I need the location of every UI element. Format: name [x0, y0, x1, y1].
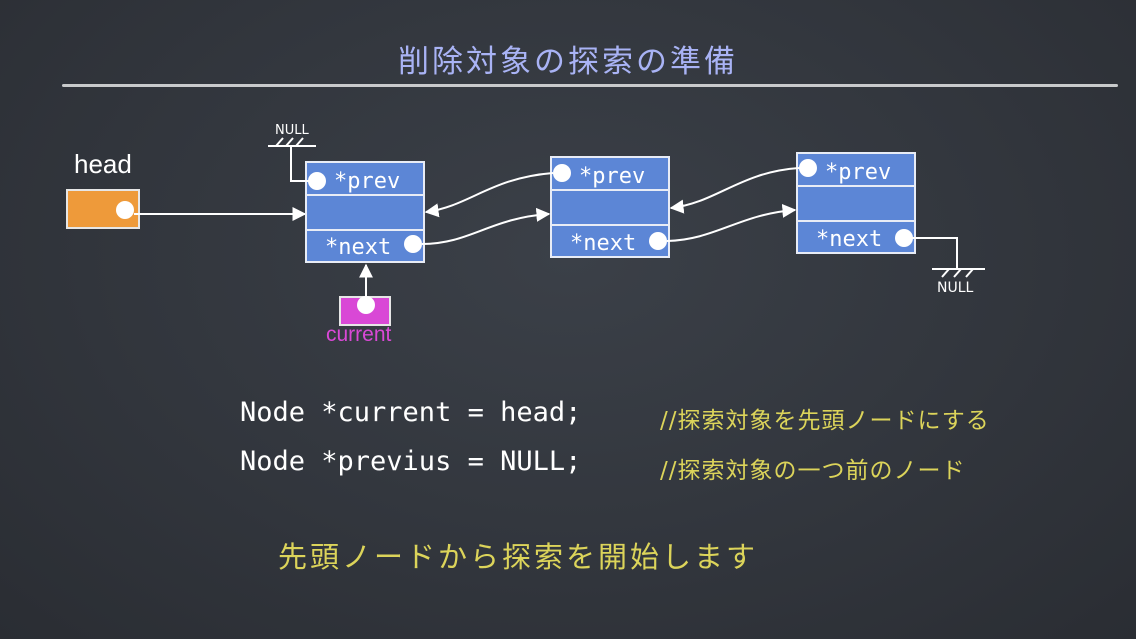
node-1-next-arrow: [421, 207, 551, 245]
node-2-prev-label: *prev: [579, 164, 645, 189]
code-line-1: Node *current = head;: [240, 397, 582, 428]
null-ground-bottom: [912, 237, 985, 278]
current-pointer-dot: [357, 296, 375, 314]
current-label: current: [326, 323, 392, 346]
null-ground-top: [268, 137, 316, 182]
list-node-2: *prev *next: [550, 156, 670, 258]
null-label-bottom: NULL: [937, 280, 974, 296]
null-label-top: NULL: [275, 123, 309, 138]
head-label: head: [74, 149, 132, 179]
node-3-next-label: *next: [816, 227, 882, 252]
code-comment-1: //探索対象を先頭ノードにする: [660, 408, 990, 434]
node-3-prev-label: *prev: [825, 160, 891, 185]
slide-title: 削除対象の探索の準備: [398, 44, 738, 80]
list-node-3: *prev *next: [796, 152, 916, 254]
slide-summary: 先頭ノードから探索を開始します: [278, 540, 759, 574]
node-1-prev-label: *prev: [334, 169, 400, 194]
list-node-1: *prev *next: [305, 161, 425, 263]
node-3-prev-arrow: [669, 167, 800, 214]
code-comment-2: //探索対象の一つ前のノード: [660, 458, 966, 484]
title-underline: [62, 84, 1118, 87]
code-line-2: Node *previus = NULL;: [240, 446, 582, 477]
node-2-next-arrow: [666, 203, 797, 242]
node-2-next-label: *next: [570, 231, 636, 256]
head-pointer-dot: [116, 201, 134, 219]
node-1-next-label: *next: [325, 235, 391, 260]
node-2-prev-arrow: [424, 172, 554, 218]
